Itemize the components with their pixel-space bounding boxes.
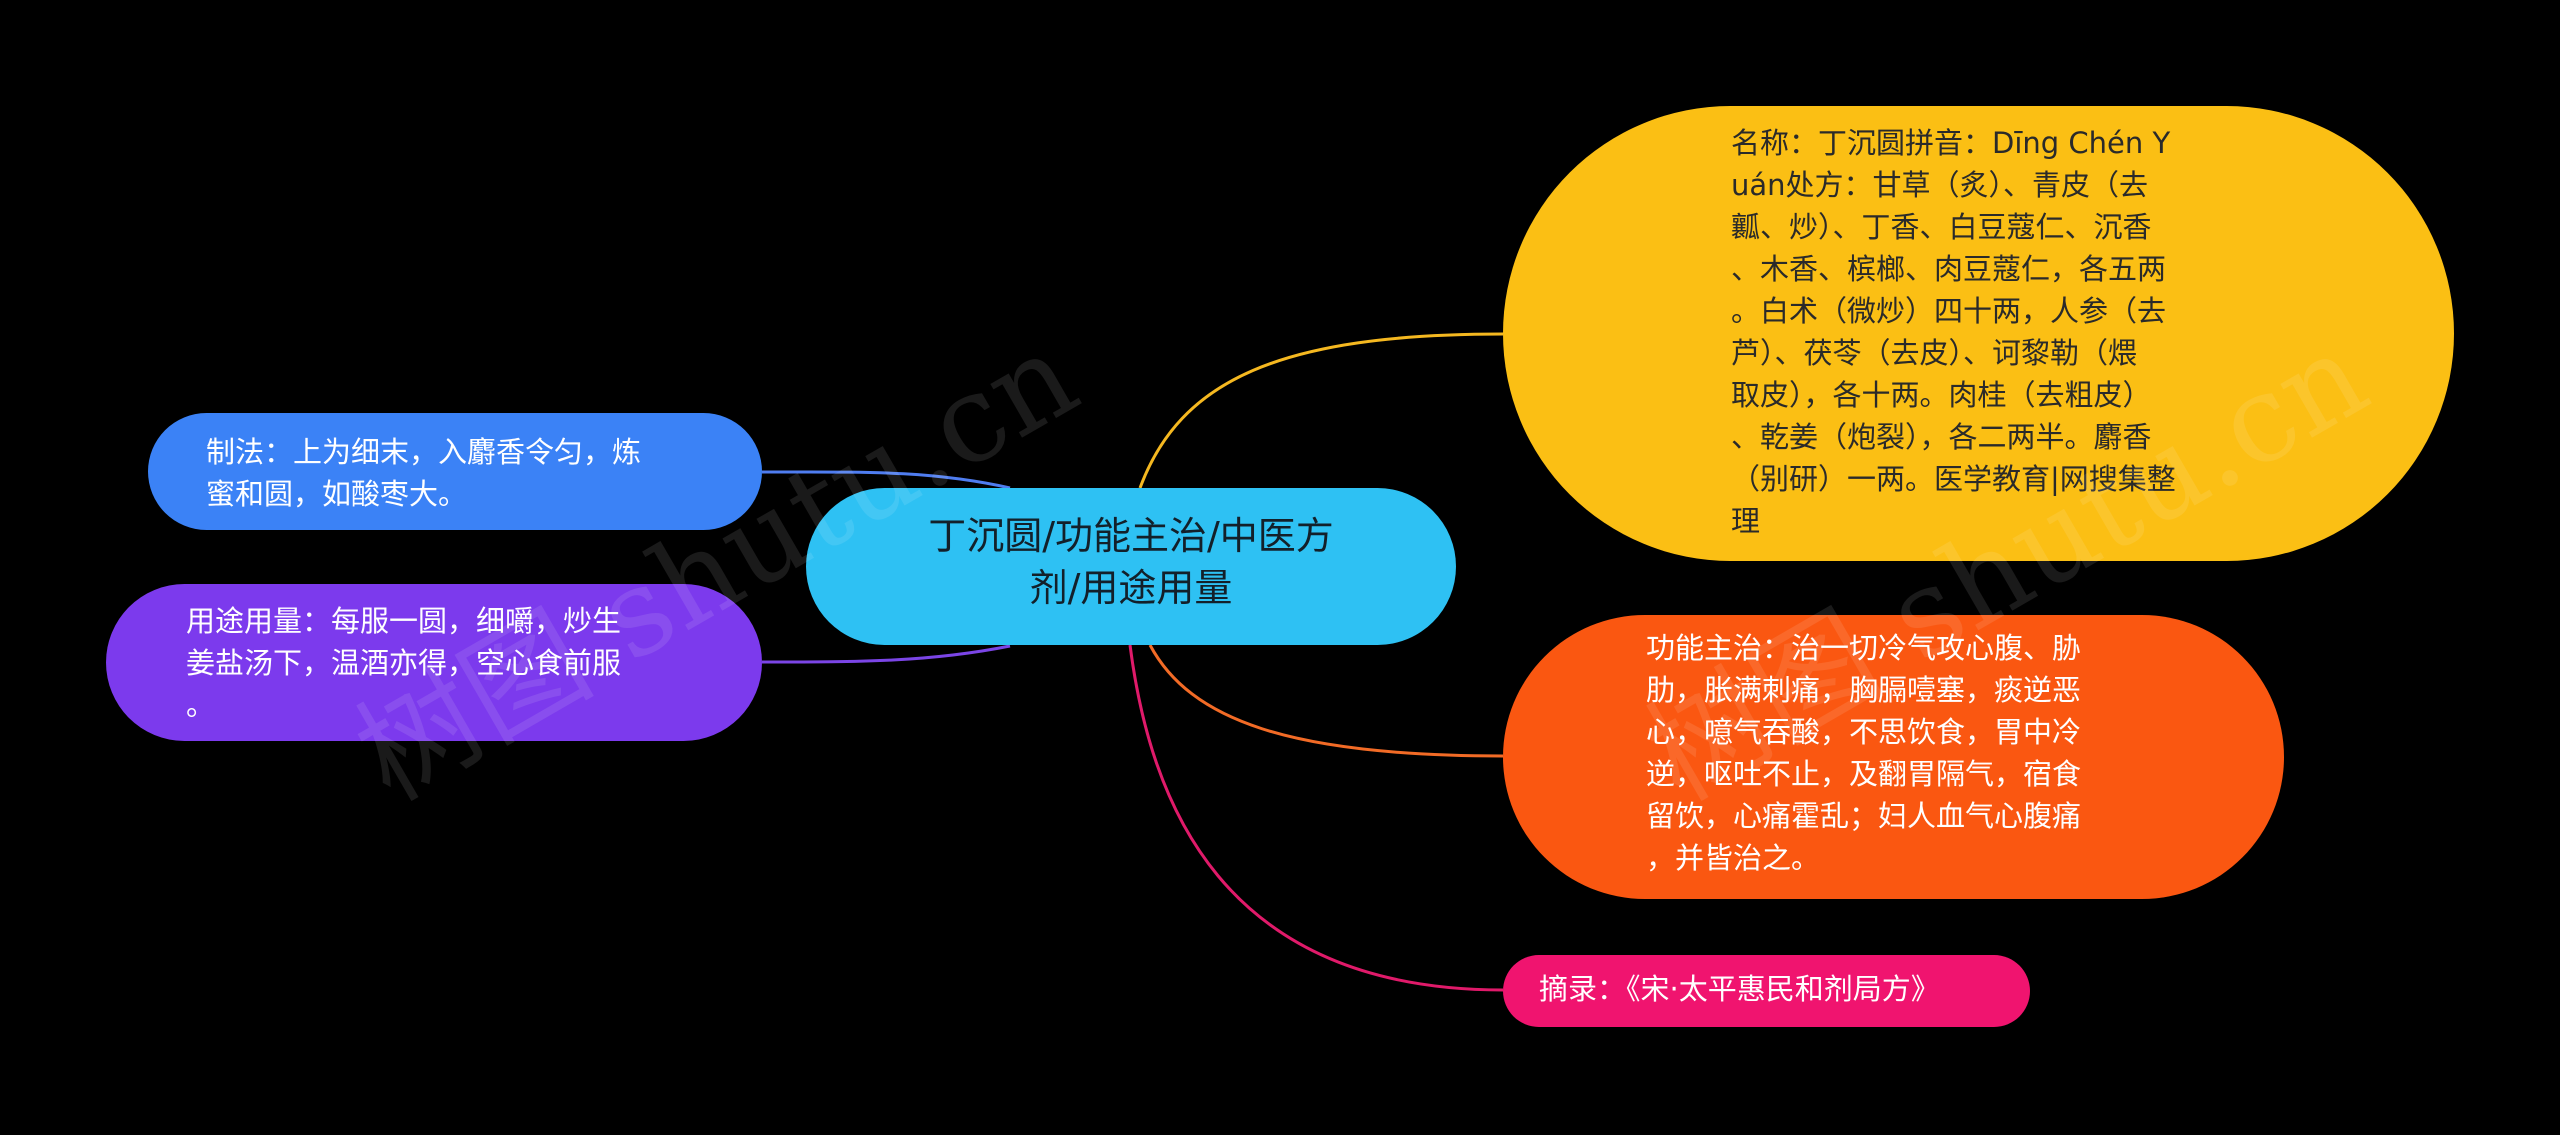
- connector-zhailu: [1128, 644, 1504, 992]
- center-node-label: 丁沉圆/功能主治/中医方 剂/用途用量: [928, 514, 1334, 610]
- branch-node-mingcheng[interactable]: 名称：丁沉圆拼音：Dīng Chén Y uán处方：甘草（炙）、青皮（去 瓤、…: [1503, 106, 2454, 561]
- center-node[interactable]: 丁沉圆/功能主治/中医方 剂/用途用量: [806, 488, 1456, 645]
- branch-label-mingcheng: 名称：丁沉圆拼音：Dīng Chén Y uán处方：甘草（炙）、青皮（去 瓤、…: [1731, 126, 2176, 538]
- connector-mingcheng: [1138, 332, 1504, 489]
- branch-node-zhifa[interactable]: 制法：上为细末，入麝香令匀，炼 蜜和圆，如酸枣大。: [148, 413, 762, 530]
- branch-label-yongtu: 用途用量：每服一圆，细嚼，炒生 姜盐汤下，温酒亦得，空心食前服 。: [186, 604, 622, 722]
- connector-gongneng: [1148, 644, 1504, 758]
- branch-node-gongneng[interactable]: 功能主治：治一切冷气攻心腹、胁 肋，胀满刺痛，胸膈噎塞，痰逆恶 心，噫气吞酸，不…: [1503, 615, 2284, 899]
- branch-label-zhailu: 摘录：《宋·太平惠民和剂局方》: [1539, 972, 1940, 1006]
- connector-yongtu: [761, 644, 1011, 664]
- branch-label-zhifa: 制法：上为细末，入麝香令匀，炼 蜜和圆，如酸枣大。: [206, 435, 642, 511]
- branch-node-zhailu[interactable]: 摘录：《宋·太平惠民和剂局方》: [1503, 955, 2030, 1027]
- branch-node-yongtu[interactable]: 用途用量：每服一圆，细嚼，炒生 姜盐汤下，温酒亦得，空心食前服 。: [106, 584, 762, 741]
- connector-zhifa: [761, 470, 1011, 490]
- branch-label-gongneng: 功能主治：治一切冷气攻心腹、胁 肋，胀满刺痛，胸膈噎塞，痰逆恶 心，噫气吞酸，不…: [1646, 631, 2082, 875]
